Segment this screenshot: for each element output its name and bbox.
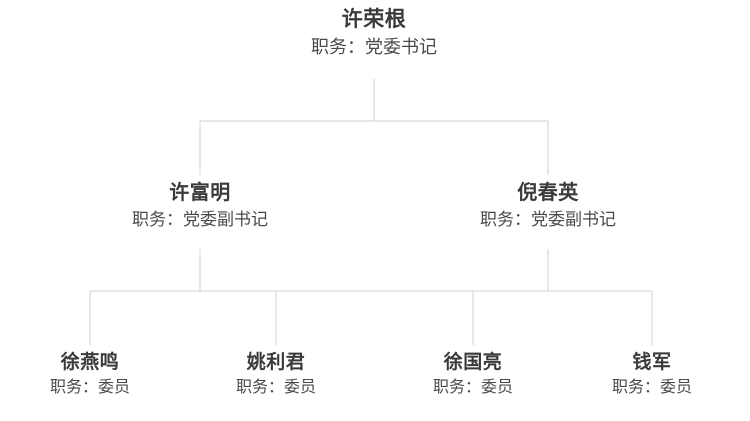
org-node-n7[interactable]: 钱军职务：委员 xyxy=(612,350,692,400)
org-node-name: 许荣根 xyxy=(341,8,407,31)
org-node-name: 倪春英 xyxy=(517,182,579,204)
org-node-name: 徐国亮 xyxy=(443,352,503,373)
org-node-n3[interactable]: 倪春英职务：党委副书记 xyxy=(480,180,616,232)
org-node-name: 钱军 xyxy=(632,352,672,373)
org-node-title: 职务：委员 xyxy=(49,379,131,396)
org-node-name: 徐燕鸣 xyxy=(60,352,120,373)
org-node-n2[interactable]: 许富明职务：党委副书记 xyxy=(132,180,268,232)
org-node-n1[interactable]: 许荣根职务：党委书记 xyxy=(311,6,437,60)
org-node-title: 职务：委员 xyxy=(432,379,514,396)
org-node-name: 许富明 xyxy=(169,182,231,204)
org-node-name: 姚利君 xyxy=(246,352,306,373)
org-node-title: 职务：委员 xyxy=(235,379,317,396)
org-node-n4[interactable]: 徐燕鸣职务：委员 xyxy=(50,350,130,400)
org-node-title: 职务：党委书记 xyxy=(311,37,437,57)
org-node-n6[interactable]: 徐国亮职务：委员 xyxy=(433,350,513,400)
org-node-title: 职务：党委副书记 xyxy=(480,210,616,229)
org-node-title: 职务：党委副书记 xyxy=(132,210,268,229)
org-node-n5[interactable]: 姚利君职务：委员 xyxy=(236,350,316,400)
org-node-title: 职务：委员 xyxy=(611,379,693,396)
